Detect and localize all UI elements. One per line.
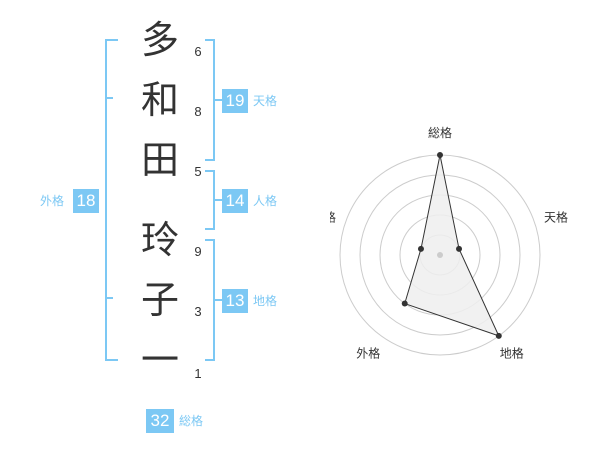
jin-kaku-value: 14 bbox=[222, 189, 248, 213]
name-char-3: 田 bbox=[140, 138, 179, 182]
radar-point-4 bbox=[401, 300, 408, 307]
stroke-count-3: 5 bbox=[194, 164, 202, 179]
jin-kaku-label: 人格 bbox=[253, 194, 278, 208]
radar-point-1 bbox=[437, 152, 443, 158]
radar-axis-label-1: 総格 bbox=[428, 125, 452, 140]
name-char-4: 玲 bbox=[140, 218, 179, 262]
name-char-1: 多 bbox=[140, 18, 179, 62]
radar-axis-label-3: 地格 bbox=[500, 346, 524, 360]
radar-point-5 bbox=[417, 245, 424, 252]
stroke-count-2: 8 bbox=[194, 104, 202, 119]
radar-center-point bbox=[437, 252, 443, 258]
radar-point-2 bbox=[456, 245, 463, 252]
stroke-count-4: 9 bbox=[194, 244, 202, 259]
chi-kaku-value: 13 bbox=[222, 289, 248, 313]
name-char-2: 和 bbox=[140, 78, 179, 122]
radar-axis-label-2: 天格 bbox=[544, 209, 568, 224]
sou-kaku-label: 総格 bbox=[179, 414, 204, 428]
stroke-count-1: 6 bbox=[194, 44, 202, 59]
radar-point-3 bbox=[495, 332, 502, 339]
gai-bracket bbox=[105, 39, 118, 361]
name-char-6: 一 bbox=[140, 338, 179, 382]
name-char-5: 子 bbox=[140, 278, 179, 322]
stroke-count-5: 3 bbox=[194, 304, 202, 319]
jin-bracket bbox=[205, 170, 215, 230]
chi-kaku-label: 地格 bbox=[253, 294, 278, 308]
gai-kaku-label: 外格 bbox=[40, 194, 65, 208]
ten-kaku-value: 19 bbox=[222, 89, 248, 113]
radar-area bbox=[404, 154, 500, 337]
radar-axis-label-4: 外格 bbox=[356, 346, 380, 360]
sou-kaku-value: 32 bbox=[146, 409, 174, 433]
ten-kaku-label: 天格 bbox=[253, 94, 278, 108]
radar-axis-label-5: 人格 bbox=[330, 209, 336, 224]
gai-kaku-value: 18 bbox=[73, 189, 99, 213]
stroke-count-6: 1 bbox=[194, 366, 202, 381]
